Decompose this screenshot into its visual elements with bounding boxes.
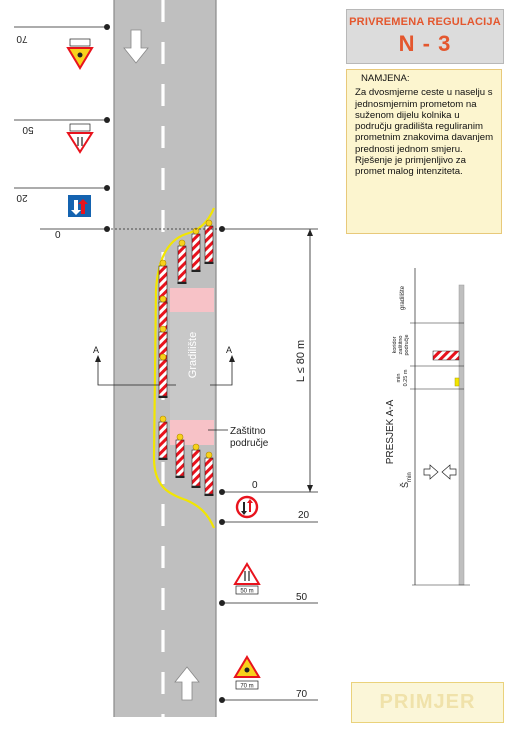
- left-dist-70: 70: [16, 33, 28, 44]
- barrier: [175, 433, 185, 479]
- section-label-zone-1: koridor: [392, 336, 398, 353]
- width-label-sub: min: [407, 472, 413, 482]
- work-zone-label: Gradilište: [187, 332, 199, 378]
- right-dist-70: 70: [296, 689, 308, 700]
- protection-label-2: područje: [230, 438, 269, 449]
- section-mark-left: A: [93, 345, 99, 355]
- arrow-down-icon: [123, 29, 149, 64]
- left-dist-20: 20: [16, 192, 28, 203]
- barrier: [191, 443, 201, 489]
- section-label-min-value: 0.25 m: [403, 369, 409, 386]
- zero-marker: [104, 226, 110, 232]
- purpose-heading: NAMJENA:: [361, 73, 410, 84]
- sign-post: [104, 117, 110, 123]
- barrier: [191, 227, 201, 273]
- purpose-box: NAMJENA: Za dvosmjerne ceste u naselju s…: [346, 69, 502, 234]
- priority-over-oncoming-sign-icon: [68, 195, 91, 217]
- title-box: PRIVREMENA REGULACIJA N - 3: [346, 9, 504, 64]
- barrier: [204, 219, 214, 265]
- sign-post: [104, 24, 110, 30]
- dim-arrow-up-icon: [307, 229, 313, 236]
- barrier: [158, 353, 168, 399]
- section-edge-marking: [454, 377, 460, 387]
- length-label: L ≤ 80 m: [295, 340, 307, 382]
- section-line-right: [210, 356, 233, 386]
- barrier: [204, 451, 214, 497]
- section-label-zone-2: zaštitno: [398, 336, 404, 355]
- purpose-note: Rješenje je primjenljivo za promet malog…: [355, 155, 466, 178]
- protection-label-1: Zaštitno: [230, 426, 266, 437]
- barrier: [158, 415, 168, 461]
- warning-sign-roadworks-icon: [233, 655, 261, 690]
- left-dist-50: 50: [22, 124, 34, 135]
- sign-post: [219, 519, 225, 525]
- traffic-arrow-right-icon: [423, 464, 439, 480]
- sign-post: [104, 185, 110, 191]
- distance-plate-70: 70 m: [240, 684, 253, 690]
- section-line-left: [97, 356, 176, 386]
- section-arrow-left-icon: [95, 355, 101, 362]
- warning-sign-narrowing-icon: [66, 123, 94, 154]
- sign-post: [219, 697, 225, 703]
- section-road-surface: [458, 284, 465, 586]
- section-title: PRESJEK A-A: [385, 399, 396, 464]
- distance-plate-50: 50 m: [240, 589, 253, 595]
- section-arrow-right-icon: [229, 355, 235, 362]
- right-dist-20: 20: [298, 510, 310, 521]
- warning-sign-roadworks-icon: [66, 38, 94, 70]
- right-dist-50: 50: [296, 592, 308, 603]
- section-label-zone-3: područje: [404, 334, 410, 355]
- example-watermark: PRIMJER: [351, 682, 504, 723]
- work-zone-core: [170, 312, 214, 420]
- purpose-text: Za dvosmjerne ceste u naselju s jednosmj…: [355, 87, 494, 155]
- regulation-code: N - 3: [398, 31, 452, 56]
- width-label-symbol: Š: [400, 482, 410, 488]
- arrow-up-icon: [174, 666, 200, 701]
- section-label-work: gradilište: [400, 285, 406, 310]
- give-way-oncoming-sign-icon: [235, 495, 259, 519]
- warning-sign-narrowing-icon: [233, 562, 261, 595]
- section-mark-right: A: [226, 345, 232, 355]
- traffic-arrow-left-icon: [441, 464, 457, 480]
- dim-arrow-down-icon: [307, 485, 313, 492]
- section-label-min: min: [396, 374, 402, 383]
- regulation-subtitle: PRIVREMENA REGULACIJA: [349, 16, 501, 28]
- width-label: Š min: [400, 472, 413, 488]
- sign-post: [219, 600, 225, 606]
- right-dist-0: 0: [252, 480, 258, 491]
- barrier: [177, 239, 187, 285]
- left-dist-0: 0: [55, 230, 61, 241]
- section-barrier: [432, 350, 460, 361]
- zero-marker: [219, 489, 225, 495]
